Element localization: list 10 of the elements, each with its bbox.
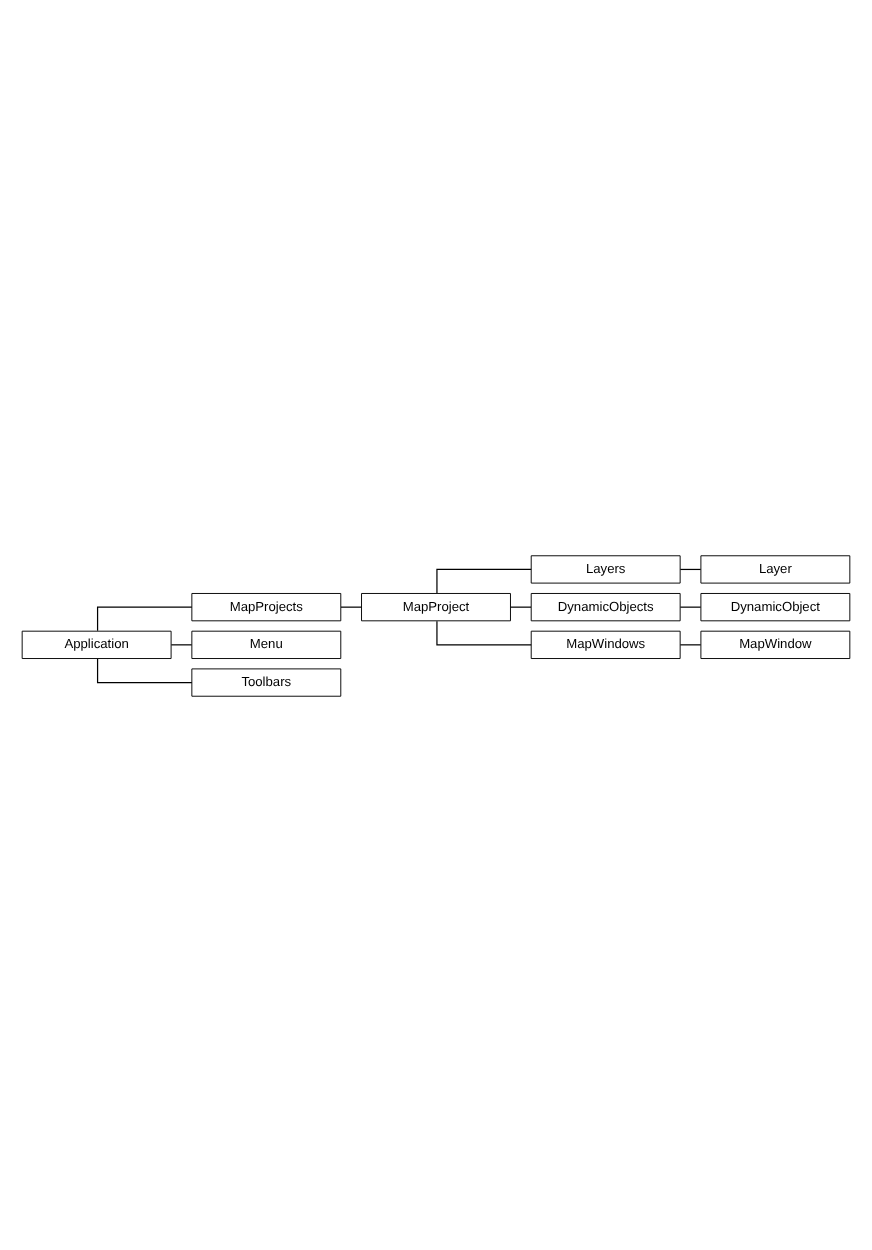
connector [96,605,193,631]
connector [170,643,193,645]
connector [340,605,362,607]
connector [96,657,193,683]
connector [679,567,702,570]
connector [436,619,532,645]
connector [679,643,702,645]
connector [679,605,702,607]
connector [510,605,532,607]
connector [436,567,532,593]
